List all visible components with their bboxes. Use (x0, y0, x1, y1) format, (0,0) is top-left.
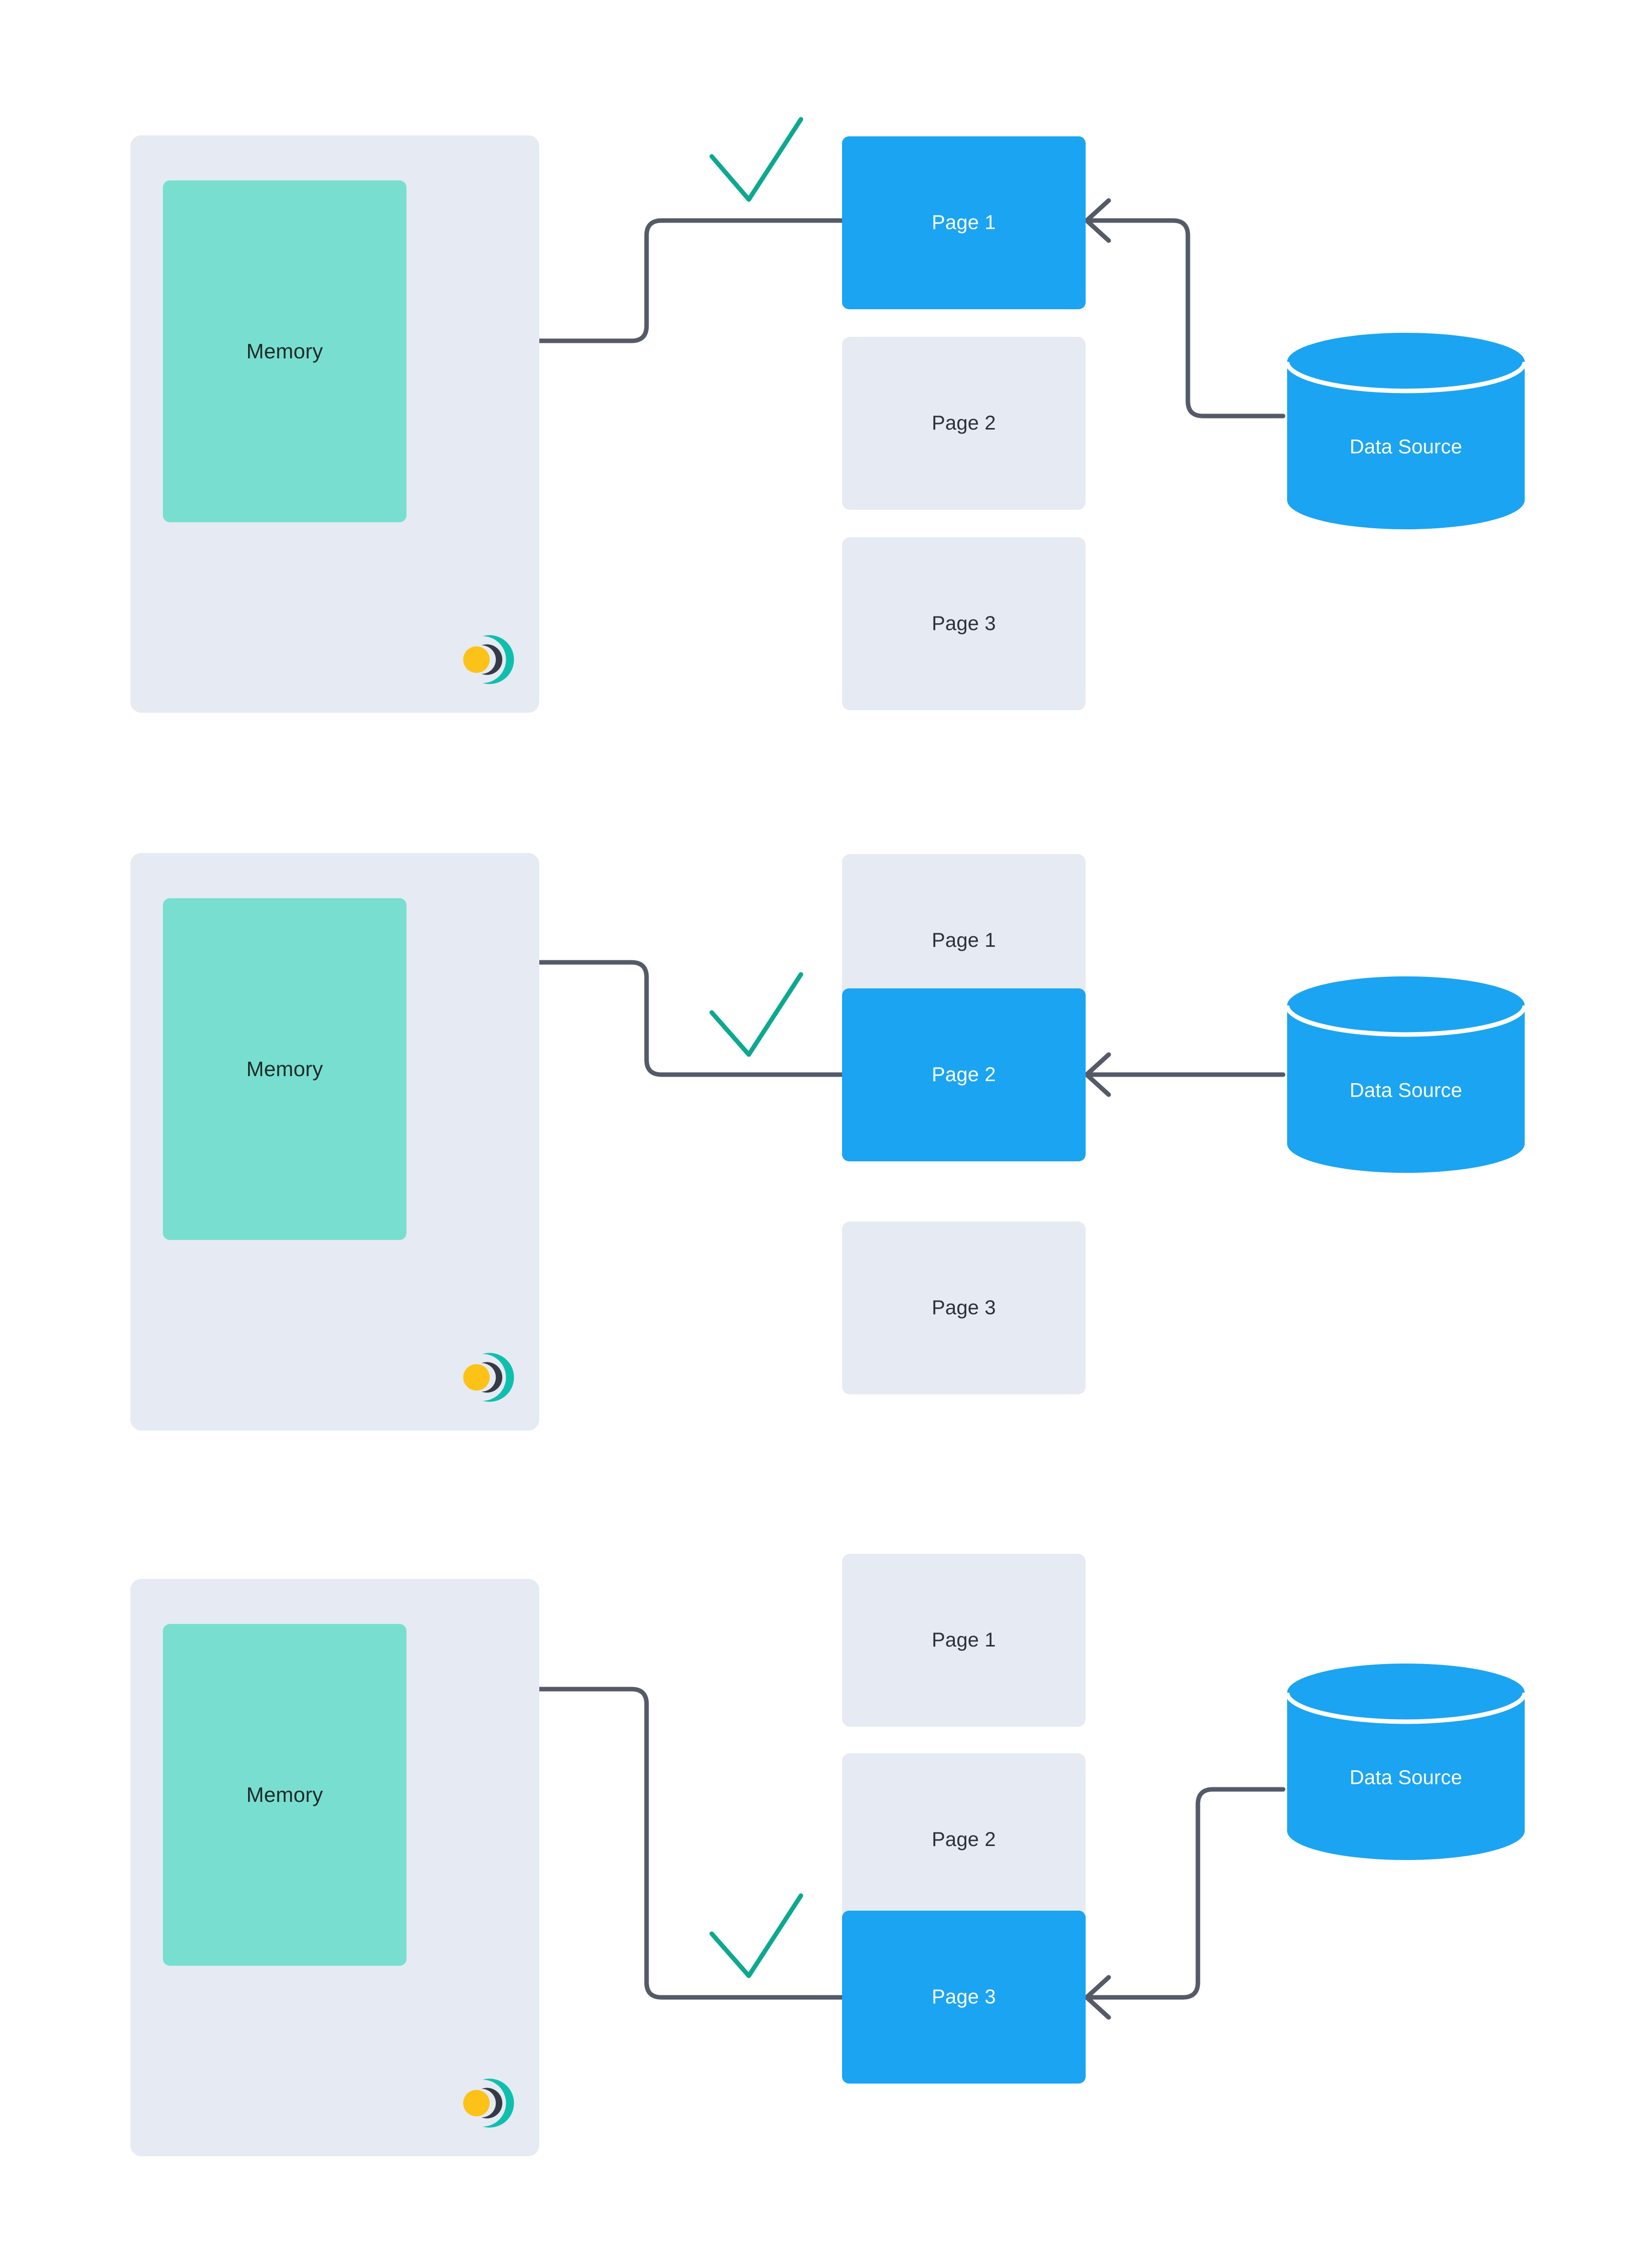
checkmark-icon (709, 1893, 803, 1978)
diagram-step-3: Memory Page 1 Page 2 Page 3 Data Source (0, 1444, 1652, 2156)
arrowhead-into-page1 (1084, 198, 1111, 243)
page-card-2[interactable]: Page 2 (842, 1753, 1086, 1926)
page-card-label: Page 1 (932, 1629, 996, 1651)
connector-layer-step-1 (403, 218, 1286, 419)
page-card-label: Page 1 (932, 929, 996, 951)
data-source-cylinder[interactable]: Data Source (1283, 974, 1529, 1175)
check-layer-step-3 (709, 1893, 803, 1978)
brand-logo-crescent (463, 2079, 514, 2128)
connector-layer-step-3 (403, 1687, 1286, 2000)
checkmark-icon (709, 972, 803, 1057)
page-card-2[interactable]: Page 2 (842, 988, 1086, 1161)
cylinder-shape (1285, 333, 1527, 529)
memory-label: Memory (246, 1783, 323, 1806)
check-layer-step-2 (709, 972, 803, 1057)
diagram-step-2: Memory Page 1 Page 2 Page 3 Data Source (0, 718, 1652, 1430)
checkmark-icon (709, 117, 803, 202)
page-card-label: Page 3 (932, 1986, 996, 2008)
memory-panel: Memory (130, 135, 539, 713)
data-source-cylinder[interactable]: Data Source (1283, 331, 1529, 531)
memory-box: Memory (163, 1624, 406, 1966)
wire-page2-to-memory (403, 960, 845, 1077)
memory-panel: Memory (130, 853, 539, 1430)
memory-label: Memory (246, 1057, 323, 1081)
memory-panel: Memory (130, 1579, 539, 2156)
cylinder-shape (1285, 1664, 1527, 1860)
page-card-3[interactable]: Page 3 (842, 1221, 1086, 1394)
memory-box: Memory (163, 180, 406, 522)
page-card-label: Page 2 (932, 1064, 996, 1086)
connector-layer-step-2 (403, 960, 1286, 1077)
cylinder-shape (1285, 976, 1527, 1173)
diagram-step-1: Memory Page 1 Page 2 Page 3 Data Source (0, 0, 1652, 713)
page-card-label: Page 1 (932, 212, 996, 234)
page-card-3[interactable]: Page 3 (842, 537, 1086, 710)
page-card-label: Page 3 (932, 612, 996, 635)
wire-page3-to-memory (403, 1687, 845, 2000)
page-card-label: Page 2 (932, 412, 996, 434)
page-card-label: Page 2 (932, 1828, 996, 1851)
wire-page1-to-memory (403, 218, 845, 343)
wire-datasource-to-page1 (1085, 218, 1286, 419)
check-layer-step-1 (709, 117, 803, 202)
memory-box: Memory (163, 898, 406, 1240)
page-card-3[interactable]: Page 3 (842, 1911, 1086, 2084)
wire-datasource-to-page3 (1085, 1787, 1286, 2000)
brand-logo-crescent (463, 635, 514, 684)
page-card-1[interactable]: Page 1 (842, 136, 1086, 309)
page-card-label: Page 3 (932, 1297, 996, 1319)
page-card-1[interactable]: Page 1 (842, 1554, 1086, 1727)
memory-label: Memory (246, 339, 323, 363)
page-card-2[interactable]: Page 2 (842, 337, 1086, 510)
arrowhead-into-page2 (1084, 1052, 1111, 1097)
data-source-cylinder[interactable]: Data Source (1283, 1662, 1529, 1862)
brand-logo-crescent (463, 1353, 514, 1402)
arrowhead-into-page3 (1084, 1975, 1111, 2020)
